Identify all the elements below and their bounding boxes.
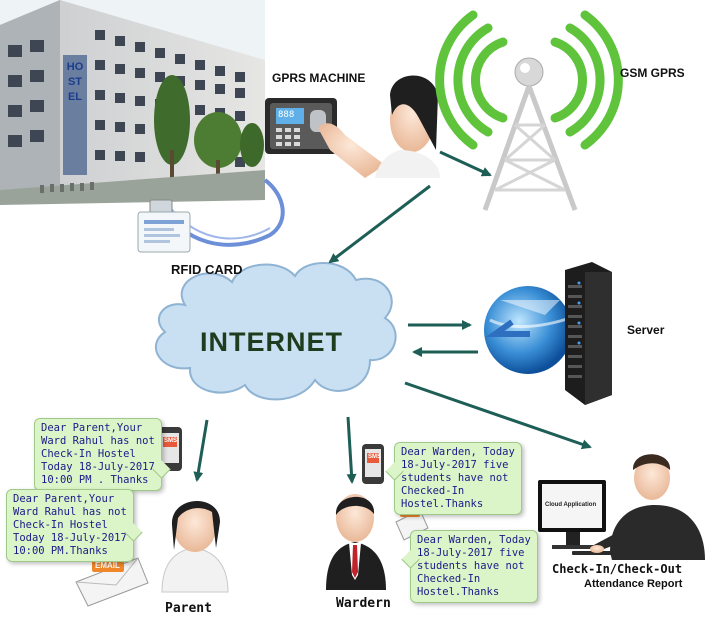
message-line: 18-July-2017 five [417,547,531,560]
message-line: Ward Rahul has not [41,435,155,448]
message-line: Hostel.Thanks [401,498,515,511]
message-line: 18-July-2017 five [401,459,515,472]
parent-email-bubble: Dear Parent,Your Ward Rahul has not Chec… [6,489,134,562]
message-line: Dear Parent,Your [13,493,127,506]
arrow-to-attendance-report [405,383,590,447]
message-line: students have not [401,472,515,485]
cloud-application-text: Cloud Application [545,502,596,508]
message-line: Check-In Hostel [41,448,155,461]
parent-label: Parent [165,601,212,616]
message-line: students have not [417,560,531,573]
message-line: Dear Warden, Today [417,534,531,547]
warden-sms-bubble: Dear Warden, Today 18-July-2017 five stu… [394,442,522,515]
server-label: Server [627,323,664,337]
internet-label: INTERNET [200,327,343,358]
message-line: Dear Warden, Today [401,446,515,459]
hostel-building-image [0,0,265,205]
arrow-to-internet [330,186,430,262]
parent-sms-text: SMS [164,438,177,444]
arrow-to-parent [197,420,207,480]
warden-phone-icon [362,444,384,484]
message-line: 10:00 PM . Thanks [41,474,155,487]
message-line: Checked-In [417,573,531,586]
gprs-machine-label: GPRS MACHINE [272,71,365,85]
message-line: Today 18-July-2017 [13,532,127,545]
arrow-to-warden [348,417,352,482]
message-line: Ward Rahul has not [13,506,127,519]
server-image [484,262,612,405]
message-line: Hostel.Thanks [417,586,531,599]
message-line: Dear Parent,Your [41,422,155,435]
parent-email-text: EMAIL [95,561,120,570]
warden-email-bubble: Dear Warden, Today 18-July-2017 five stu… [410,530,538,603]
parent-avatar [162,501,228,592]
checkin-checkout-label: Check-In/Check-Out [552,562,682,576]
message-line: Check-In Hostel [13,519,127,532]
rfid-card-label: RFID CARD [171,262,243,277]
hostel-sign-text: HOSTEL [66,60,84,105]
attendance-report-label: Attendance Report [584,578,682,590]
message-line: Checked-In [401,485,515,498]
gprs-display-text: 888 [278,110,294,120]
parent-sms-bubble: Dear Parent,Your Ward Rahul has not Chec… [34,418,162,491]
warden-avatar [326,494,386,590]
gsm-gprs-label: GSM GPRS [620,66,685,80]
arrow-person-to-tower [440,152,490,175]
message-line: Today 18-July-2017 [41,461,155,474]
warden-label: Wardern [336,596,391,611]
warden-sms-text: SMS [368,454,381,460]
gsm-tower-image [440,15,619,210]
person-scanning-image [375,75,440,178]
message-line: 10:00 PM.Thanks [13,545,127,558]
